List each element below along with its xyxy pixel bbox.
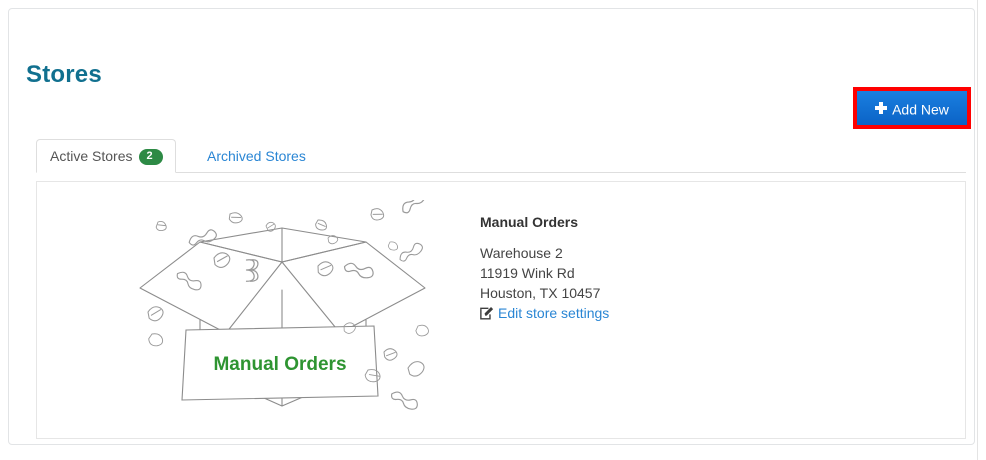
illustration-label: Manual Orders <box>213 354 346 375</box>
store-address-line-1: Warehouse 2 <box>480 245 563 261</box>
tab-archived-stores[interactable]: Archived Stores <box>194 139 319 173</box>
edit-store-settings-label: Edit store settings <box>498 305 610 321</box>
plus-icon <box>875 102 888 114</box>
store-name: Manual Orders <box>480 214 579 230</box>
add-new-highlight-annotation: Add New <box>853 87 971 129</box>
store-details: Manual Orders Warehouse 2 11919 Wink Rd … <box>480 214 900 323</box>
store-address-line-2: 11919 Wink Rd <box>480 265 575 281</box>
store-illustration: Manual Orders <box>122 200 442 415</box>
edit-pencil-icon <box>480 306 494 323</box>
tab-active-stores-label: Active Stores <box>50 148 133 164</box>
tab-archived-stores-label: Archived Stores <box>207 148 306 164</box>
active-stores-count-badge: 2 <box>139 149 164 165</box>
store-list-panel: Manual Orders <box>36 181 966 439</box>
scrollbar-rail[interactable] <box>977 0 978 460</box>
store-address-line-3: Houston, TX 10457 <box>480 285 601 301</box>
add-new-button[interactable]: Add New <box>857 91 967 125</box>
tab-strip: Active Stores 2 Archived Stores <box>36 139 966 173</box>
edit-store-settings-link[interactable]: Edit store settings <box>480 305 900 323</box>
page-title: Stores <box>26 61 102 89</box>
add-new-button-label: Add New <box>892 101 949 118</box>
tab-active-stores[interactable]: Active Stores 2 <box>36 139 177 173</box>
page-card: Stores Add New Active Stores 2 Archived S… <box>8 8 975 445</box>
